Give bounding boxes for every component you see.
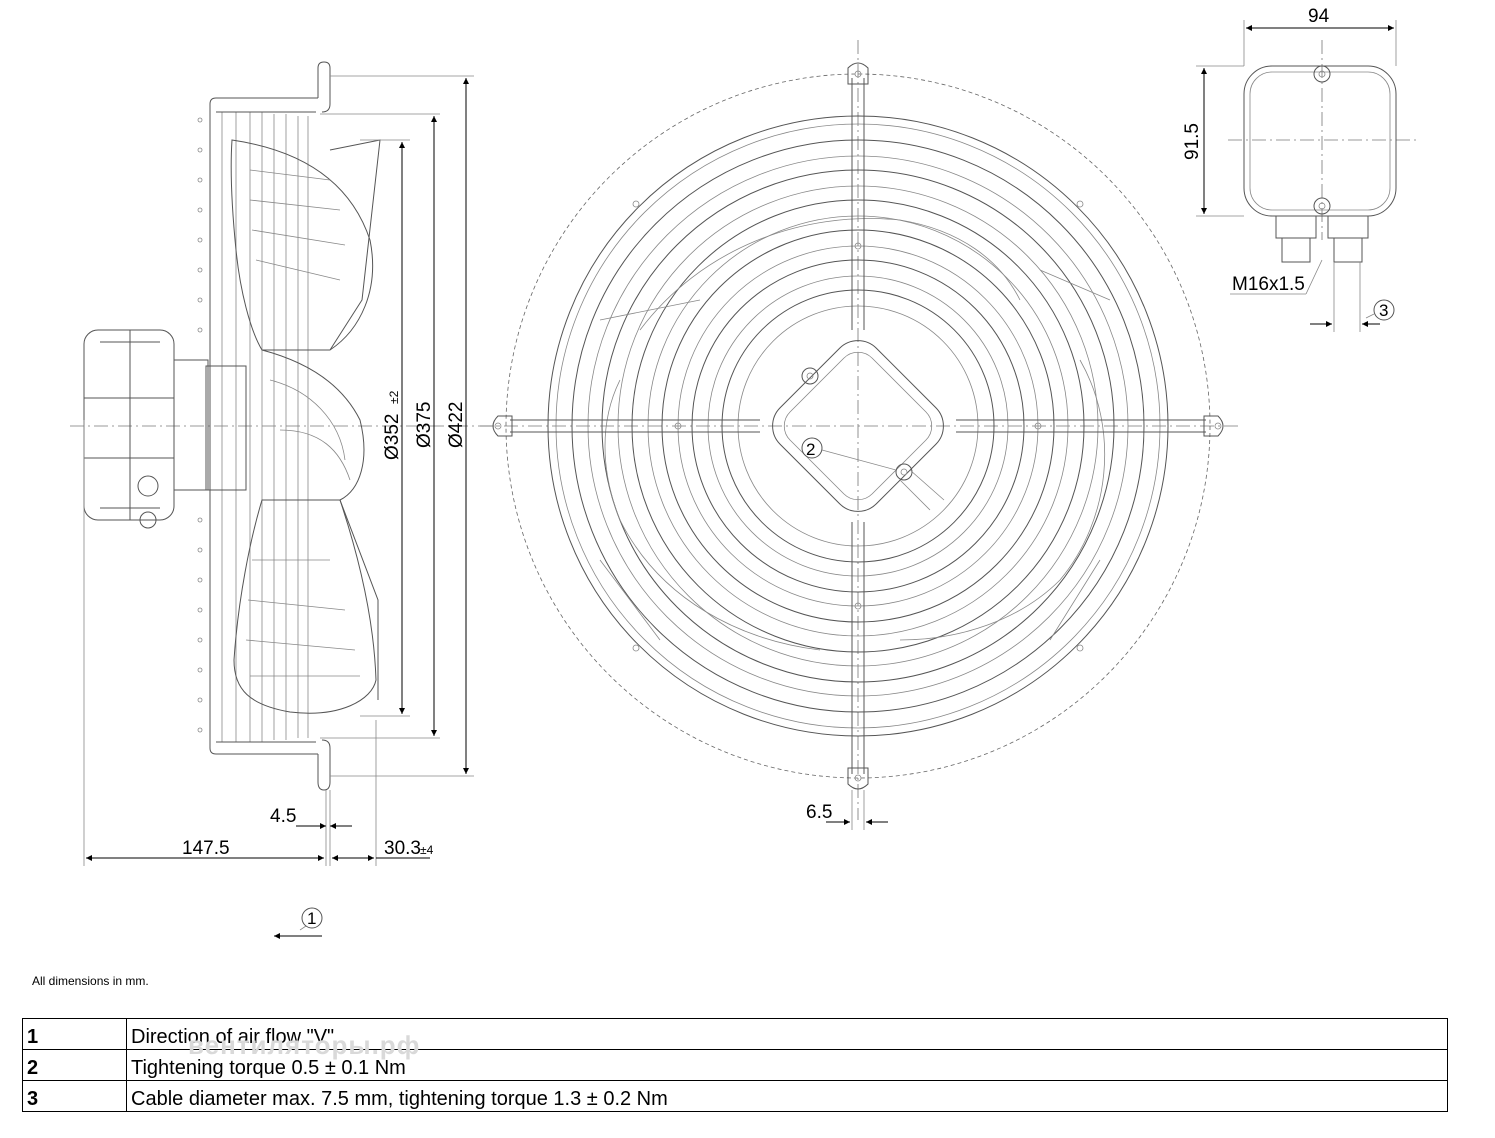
dim-30-3-tol: ±4 (420, 843, 434, 857)
motor-terminal-box (83, 329, 247, 529)
guard-rings (547, 115, 1169, 737)
dim-d375: Ø375 (414, 402, 435, 448)
airflow-arrow: 1 (274, 907, 323, 939)
dim-d422: Ø422 (446, 402, 467, 448)
dim-d352: Ø352 (382, 414, 403, 460)
units-note: All dimensions in mm. (32, 974, 149, 988)
legend-table: 1 Direction of air flow "V" 2 Tightening… (22, 1018, 1448, 1112)
callout-2: 2 (806, 440, 815, 459)
side-dimensions: Ø352 ±2 Ø375 Ø422 147.5 4.5 30.3 ±4 (83, 75, 474, 866)
thread-label: M16x1.5 (1232, 274, 1305, 295)
callout-3: 3 (1379, 301, 1388, 320)
legend-text: Tightening torque 0.5 ± 0.1 Nm (126, 1049, 1448, 1081)
legend-number: 1 (22, 1018, 127, 1050)
front-view: 2 6.5 (480, 40, 1240, 830)
dim-30-3: 30.3 (384, 838, 421, 859)
dim-d352-tol: ±2 (387, 390, 401, 404)
legend-number: 2 (22, 1049, 127, 1081)
callout-1: 1 (307, 909, 316, 928)
guard-frame-side (197, 61, 331, 791)
legend-row: 3 Cable diameter max. 7.5 mm, tightening… (22, 1080, 1448, 1112)
fan-blades-side (230, 139, 381, 714)
guard-spokes (492, 62, 1224, 790)
legend-number: 3 (22, 1080, 127, 1112)
dim-6-5: 6.5 (806, 802, 832, 823)
dim-147-5: 147.5 (182, 838, 230, 859)
dim-4-5: 4.5 (270, 806, 296, 827)
side-view: Ø352 ±2 Ø375 Ø422 147.5 4.5 30.3 ±4 (70, 61, 500, 939)
terminal-box-detail: 94 91.5 M16x1.5 3 (1182, 6, 1420, 332)
terminal-box-front: 2 (772, 340, 945, 512)
front-dimensions: 6.5 (806, 790, 888, 830)
fan-blades-front (599, 218, 1111, 651)
watermark: вентиляторы.рф (188, 1030, 421, 1060)
dim-box-width: 94 (1308, 6, 1330, 27)
legend-row: 2 Tightening torque 0.5 ± 0.1 Nm (22, 1049, 1448, 1081)
legend-row: 1 Direction of air flow "V" (22, 1018, 1448, 1050)
dim-box-height: 91.5 (1182, 123, 1203, 160)
legend-text: Cable diameter max. 7.5 mm, tightening t… (126, 1080, 1448, 1112)
